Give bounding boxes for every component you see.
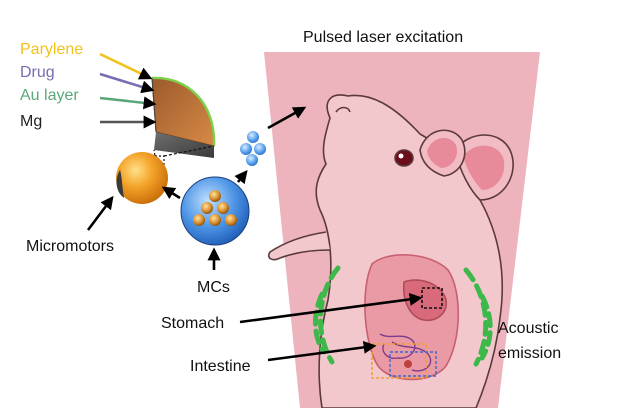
stomach-label: Stomach: [161, 315, 225, 332]
acoustic-waves: [313, 265, 493, 367]
mouse-illustration: [267, 94, 514, 408]
drug-arrow: [99, 72, 155, 94]
layer-cross-section: [151, 76, 216, 158]
intestine-inner-box: [389, 351, 437, 377]
intestine-box: [371, 343, 427, 379]
micromotor-sphere: [116, 152, 168, 204]
mc-capsule: [180, 176, 250, 246]
mg-label: Mg: [20, 113, 43, 130]
intestine-motor-dot: [404, 360, 412, 368]
parylene-label: Parylene: [20, 41, 84, 58]
parylene-arrow: [99, 52, 153, 80]
acoustic-label-line1: Acoustic: [498, 320, 559, 337]
mcs-label: MCs: [197, 279, 230, 296]
micromotors-label: Micromotors: [26, 238, 115, 255]
au-layer-arrow: [99, 96, 157, 110]
acoustic-label-line2: emission: [498, 345, 562, 362]
au-layer-label: Au layer: [20, 87, 79, 104]
capsule-micromotors: [193, 190, 237, 226]
figure-title: Pulsed laser excitation: [303, 29, 464, 46]
zoom-box: [154, 155, 165, 166]
intestine-label: Intestine: [190, 358, 251, 375]
small-capsules: [240, 131, 266, 166]
drug-label: Drug: [20, 64, 55, 81]
flow-arrows: [86, 106, 423, 362]
